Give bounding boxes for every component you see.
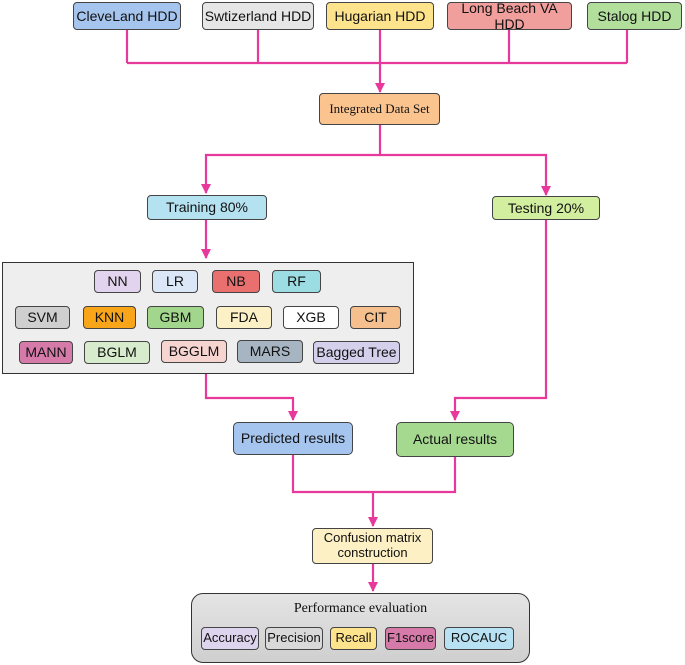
metric-precision: Precision	[265, 627, 323, 650]
model-bglm: BGLM	[84, 341, 150, 364]
predicted-results: Predicted results	[233, 422, 353, 455]
metric-recall: Recall	[330, 627, 377, 650]
metric-f1score: F1score	[385, 627, 436, 650]
actual-results: Actual results	[396, 422, 514, 457]
model-fda: FDA	[216, 306, 272, 329]
model-knn: KNN	[83, 306, 136, 329]
model-svm: SVM	[15, 306, 70, 329]
arrow-to-predicted	[204, 374, 298, 421]
testing-split: Testing 20%	[492, 196, 600, 220]
metric-rocauc: ROCAUC	[444, 627, 514, 650]
model-nn: NN	[94, 270, 141, 293]
confusion-matrix-line-1: Confusion matrix	[323, 530, 422, 546]
source-switzerland-hdd: Swtizerland HDD	[202, 2, 314, 30]
arrow-to-testing	[380, 153, 551, 196]
source-cleveland-hdd: CleveLand HDD	[73, 2, 181, 30]
connector-predicted-down	[291, 455, 373, 494]
connector-actual-down	[373, 457, 457, 494]
model-gbm: GBM	[147, 306, 204, 329]
model-cit: CIT	[350, 306, 401, 329]
source-long-beach-va-hdd: Long Beach VA HDD	[447, 0, 572, 32]
arrow-to-actual	[450, 220, 548, 421]
confusion-matrix-line-2: construction	[337, 545, 408, 560]
metric-accuracy: Accuracy	[201, 627, 259, 650]
integrated-data-set: Integrated Data Set	[319, 93, 440, 125]
model-mann: MANN	[19, 341, 73, 364]
confusion-matrix-construction: Confusion matrix construction	[312, 528, 433, 564]
source-hungarian-hdd: Hugarian HDD	[326, 2, 434, 30]
source-stalog-hdd: Stalog HDD	[587, 2, 682, 30]
model-rf: RF	[272, 270, 321, 293]
model-mars: MARS	[237, 340, 303, 363]
model-bgglm: BGGLM	[161, 340, 227, 363]
model-bagged-tree: Bagged Tree	[313, 341, 400, 364]
model-xgb: XGB	[283, 306, 339, 329]
arrow-to-training	[201, 125, 382, 194]
performance-evaluation-title: Performance evaluation	[293, 601, 428, 616]
training-split: Training 80%	[147, 195, 267, 220]
model-nb: NB	[212, 270, 260, 293]
model-lr: LR	[152, 270, 198, 293]
